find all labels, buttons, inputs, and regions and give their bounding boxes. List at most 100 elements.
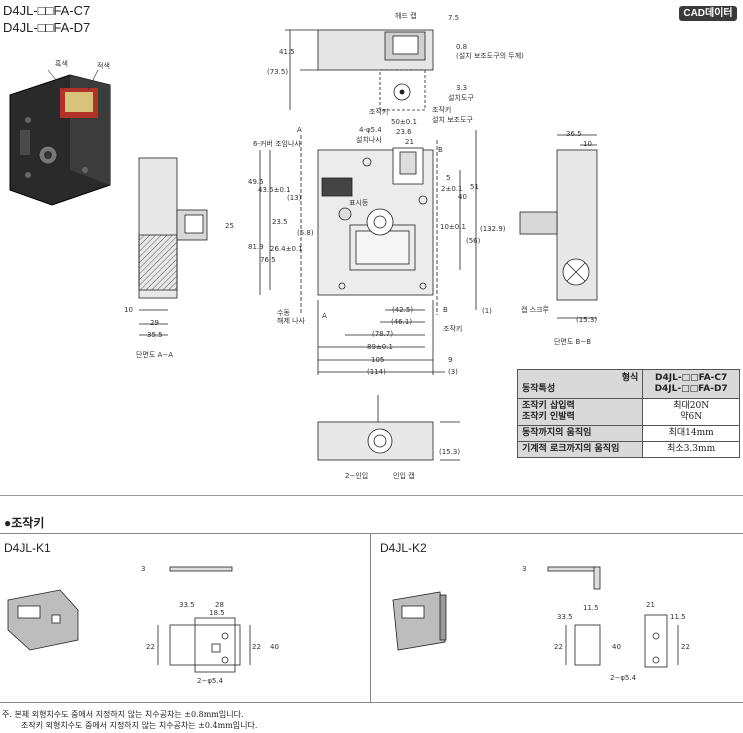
dim-15-3-bb: (15.3) xyxy=(576,316,598,324)
spec-row-label: 동작까지의 움직임 xyxy=(516,425,644,442)
label-install-screw: 설치나사 xyxy=(356,136,382,144)
label-inlet-cap: 인입 캡 xyxy=(393,472,415,480)
label-screw-4-phi: 4-φ5.4 xyxy=(359,126,382,134)
label-section-bb: 단면도 B−B xyxy=(554,338,592,346)
k2-holes: 2−φ5.4 xyxy=(610,674,637,682)
dim-36-5: 36.5 xyxy=(566,130,582,138)
k2-dim-11-5-right: 11.5 xyxy=(670,613,686,621)
label-manual-release: 수동 해제 나사 xyxy=(277,309,305,325)
dim-89: 89±0.1 xyxy=(367,343,393,351)
dim-5: 5 xyxy=(446,174,451,182)
dim-49-5: 49.5 xyxy=(248,178,264,186)
dim-35-5: 35.5 xyxy=(147,331,163,339)
dim-10-bb: 10 xyxy=(583,140,592,148)
dim-51: 51 xyxy=(470,183,479,191)
k2-dim-22-right: 22 xyxy=(681,643,690,651)
dim-1: (1) xyxy=(482,307,492,315)
spec-row-label: 기계적 로크까지의 움직임 xyxy=(516,441,644,458)
label-head-cap: 헤드 캡 xyxy=(395,12,417,20)
k2-dim-3: 3 xyxy=(522,565,527,573)
dim-50: 50±0.1 xyxy=(391,118,417,126)
dim-81-9: 81.9 xyxy=(248,243,264,251)
dim-3-3: 3.3 xyxy=(456,84,468,92)
label-install-aux-tool: 설치 보조도구 xyxy=(432,116,473,124)
spec-model-c7: D4JL-□□FA-C7 xyxy=(655,373,728,383)
dim-132-9: (132.9) xyxy=(480,225,506,233)
k1-dim-33-5: 33.5 xyxy=(179,601,195,609)
spec-model-d7: D4JL-□□FA-D7 xyxy=(654,384,728,394)
dim-0-8: 0.8 xyxy=(456,43,468,51)
k2-dim-33-5: 33.5 xyxy=(557,613,573,621)
k1-title: D4JL-K1 xyxy=(4,541,51,555)
dim-40: 40 xyxy=(458,193,467,201)
k1-dim-3: 3 xyxy=(141,565,146,573)
section-a-top: A xyxy=(297,126,302,134)
spec-models-cell: D4JL-□□FA-C7 D4JL-□□FA-D7 xyxy=(642,369,740,399)
label-key-front: 조작키 xyxy=(443,325,463,333)
section-b-b-view xyxy=(519,134,598,319)
dim-5-8: (5.8) xyxy=(297,229,314,237)
k1-drawings xyxy=(7,566,251,673)
k1-holes: 2−φ5.4 xyxy=(197,677,224,685)
k2-dim-11-5-top: 11.5 xyxy=(583,604,599,612)
section-divider xyxy=(0,495,743,496)
dim-10-aa: 10 xyxy=(124,306,133,314)
front-view xyxy=(259,130,477,375)
spec-header-type: 형식 xyxy=(621,373,639,383)
section-a-bottom: A xyxy=(322,312,327,320)
dim-7-5: 7.5 xyxy=(448,14,460,22)
dim-56: (56) xyxy=(466,237,481,245)
k1-dim-22-left: 22 xyxy=(146,643,155,651)
key-section-heading: ●조작키 xyxy=(4,516,45,530)
label-aux-thickness: (설치 보조도구의 두께) xyxy=(456,52,524,60)
k2-dim-21: 21 xyxy=(646,601,655,609)
dim-43-5: 43.5±0.1 xyxy=(258,186,291,194)
k2-title: D4JL-K2 xyxy=(380,541,427,555)
spec-row-value: 최소3.3mm xyxy=(642,441,740,458)
dim-9: 9 xyxy=(448,356,453,364)
dim-42-5: (42.5) xyxy=(392,306,414,314)
k1-dim-18-5: 18.5 xyxy=(209,609,225,617)
label-section-aa: 단면도 A−A xyxy=(136,351,173,359)
k2-dim-22-left: 22 xyxy=(554,643,563,651)
dim-78-7: (78.7) xyxy=(372,330,394,338)
cad-data-button[interactable]: CAD데이터 xyxy=(679,6,737,21)
k1-dim-22-right: 22 xyxy=(252,643,261,651)
dim-13: (13) xyxy=(287,194,302,202)
section-b-top: B xyxy=(438,146,443,154)
dim-23-6: 23.6 xyxy=(396,128,412,136)
k1-dim-28: 28 xyxy=(215,601,224,609)
label-cover-screw: 6-커버 조임나사 xyxy=(253,140,301,148)
dim-46-1: (46.1) xyxy=(391,318,413,326)
section-a-a-view xyxy=(138,157,208,336)
dim-3: (3) xyxy=(448,368,458,376)
label-cap-screw: 캡 스크루 xyxy=(521,306,549,314)
dim-21: 21 xyxy=(405,138,414,146)
spec-row-label: 조작키 삽입력 조작키 인발력 xyxy=(516,398,644,426)
label-key-top-2: 조작키 xyxy=(432,106,452,114)
spec-header-cell: 형식 동작특성 xyxy=(516,369,644,399)
dim-23-5: 23.5 xyxy=(272,218,288,226)
spec-row-value: 최대20N 약6N xyxy=(642,398,740,426)
k2-drawings xyxy=(392,566,679,668)
dim-26-4: 26.4±0.1 xyxy=(270,245,303,253)
top-view xyxy=(285,29,434,111)
k1-dim-40: 40 xyxy=(270,643,279,651)
dim-114: (114) xyxy=(367,368,386,376)
product-photo xyxy=(9,69,111,206)
label-two-inlet: 2−인입 xyxy=(345,472,369,480)
dim-2: 2±0.1 xyxy=(441,185,463,193)
operating-spec-table: 형식 동작특성 D4JL-□□FA-C7 D4JL-□□FA-D7 조작키 삽입… xyxy=(516,369,740,458)
dim-73-5: (73.5) xyxy=(267,68,289,76)
label-red: 적색 xyxy=(97,62,110,70)
dim-29: 29 xyxy=(150,319,159,327)
k2-dim-40: 40 xyxy=(612,643,621,651)
spec-row-value: 최대14mm xyxy=(642,425,740,442)
dim-10: 10±0.1 xyxy=(440,223,466,231)
model-title-c7: D4JL-□□FA-C7 xyxy=(3,3,91,18)
dim-25: 25 xyxy=(225,222,234,230)
dim-76-5: 76.5 xyxy=(260,256,276,264)
bottom-view xyxy=(317,395,460,461)
label-install-tool: 설치도구 xyxy=(448,94,474,102)
